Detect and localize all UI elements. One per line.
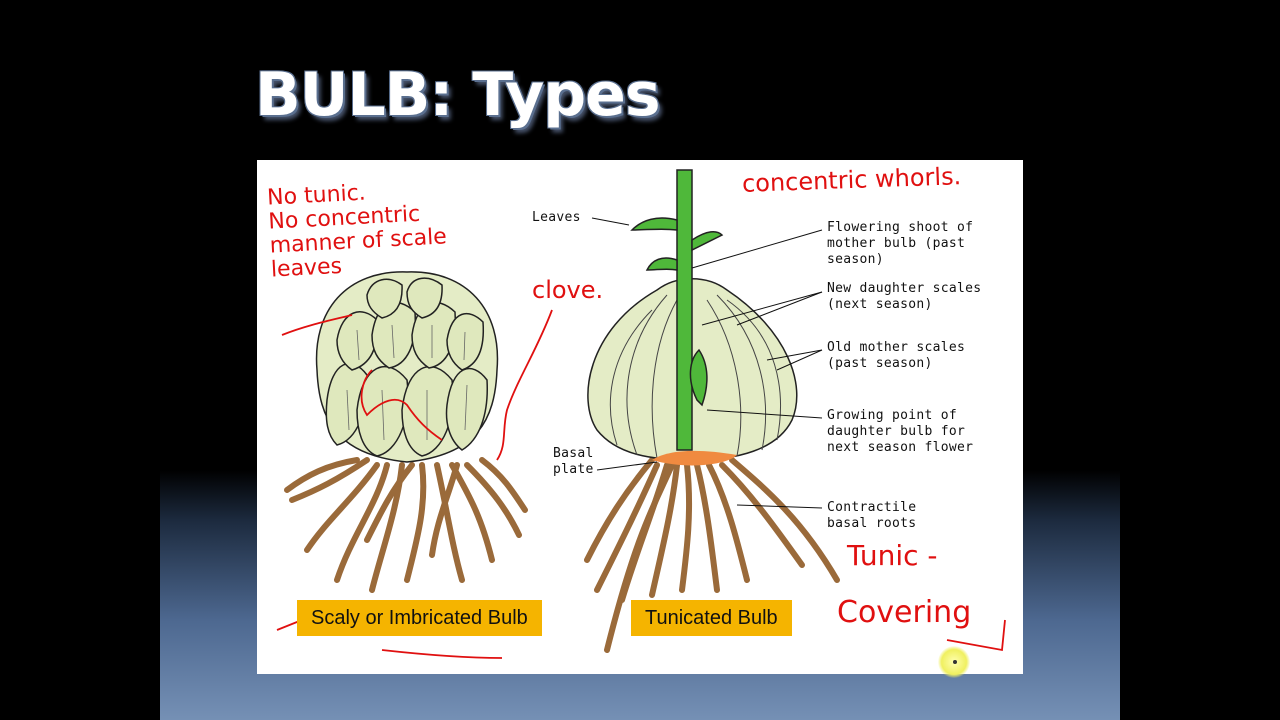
label-contractile-roots: Contractile basal roots [827, 500, 917, 531]
pointer-highlight-icon [938, 646, 970, 678]
caption-tunicated-bulb: Tunicated Bulb [631, 600, 792, 636]
ink-marks [276, 309, 1006, 659]
annotation-covering: Covering [837, 595, 972, 630]
label-leaves: Leaves [532, 210, 581, 225]
annotation-no-tunic: No tunic. No concentric manner of scale … [266, 180, 448, 283]
annotation-concentric-whorls: concentric whorls. [741, 162, 962, 198]
label-old-mother-scales: Old mother scales (past season) [827, 340, 966, 371]
annotation-clove: clove. [532, 276, 604, 304]
label-flowering-shoot: Flowering shoot of mother bulb (past sea… [827, 220, 974, 267]
annotation-tunic: Tunic - [847, 539, 938, 572]
diagram-artwork [276, 169, 1006, 659]
diagram-panel: Leaves Flowering shoot of mother bulb (p… [257, 160, 1023, 674]
tunicated-bulb-body [587, 169, 798, 466]
label-new-daughter-scales: New daughter scales (next season) [827, 281, 982, 312]
tunicated-bulb-roots [584, 457, 840, 653]
scaly-bulb-body [315, 271, 499, 463]
leader-lines [591, 217, 823, 509]
slide-title: BULB: Types [255, 60, 661, 130]
label-growing-point: Growing point of daughter bulb for next … [827, 408, 974, 455]
scaly-bulb-roots [284, 457, 528, 593]
caption-scaly-bulb: Scaly or Imbricated Bulb [297, 600, 542, 636]
label-basal-plate: Basal plate [553, 446, 594, 477]
